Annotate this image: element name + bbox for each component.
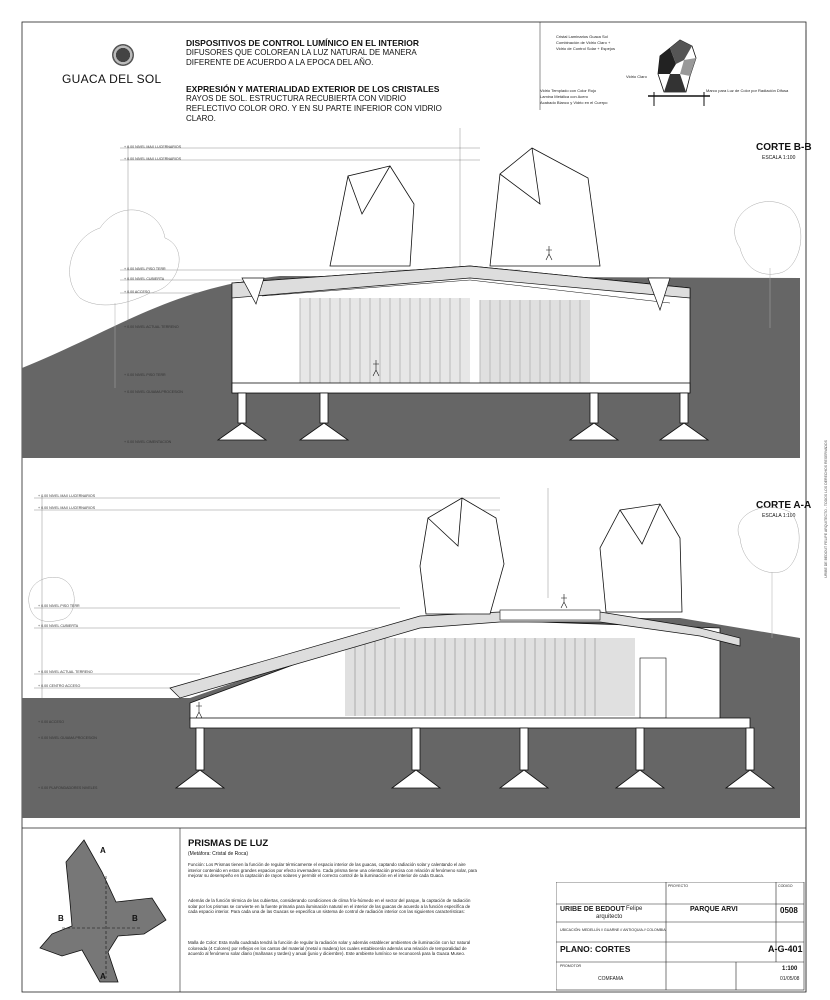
section-bb-drawing [22, 128, 802, 458]
prismas-title: PRISMAS DE LUZ [188, 838, 269, 849]
level-label: + 0.00 ACCESO [124, 290, 151, 294]
level-label: + 0.00 NIVEL MAX LUCERNARIOS [38, 506, 96, 510]
office-sub: arquitecto [596, 914, 623, 920]
legend-item: Lamina Metálica con Acero [540, 94, 589, 99]
legend-item: Combinación de Vidrio Claro + [556, 40, 611, 45]
prismas-paragraph: Malla de Color: Esta malla cuadrada tend… [188, 940, 471, 957]
prism-legend-diagram [648, 39, 710, 106]
level-label: + 0.00 NIVEL ACTUAL TERRENO [38, 670, 93, 674]
project-logo-text: GUACA DEL SOL [62, 72, 162, 86]
scale-value: 1:100 [782, 966, 798, 972]
title-block-frame [556, 882, 805, 991]
level-label: + 0.00 NIVEL MAX LUCERNARIOS [38, 494, 96, 498]
plan-title: PLANO: CORTES [560, 944, 631, 954]
project-code: 0508 [780, 906, 798, 915]
level-label: + 0.00 NIVEL GUIAMA PROCESION [124, 390, 183, 394]
promotor-name: COMFAMA [598, 976, 624, 982]
promotor-label: PROMOTOR [560, 964, 582, 968]
section-bb-title: CORTE B-B [756, 142, 812, 153]
legend-item: Vidrio de Control Solar + Espejos [556, 46, 615, 51]
level-label: + 0.00 NIVEL ACTUAL TERRENO [124, 325, 179, 329]
legend-right-note: Marco para Luz de Color por Radiación Di… [706, 88, 789, 93]
level-label: + 0.00 NIVEL PISO TERR [124, 267, 166, 271]
level-label: + 0.00 NIVEL CUBIERTA [38, 624, 79, 628]
section-aa-scale: ESCALA 1:100 [762, 513, 796, 519]
plan-mark: A [100, 972, 106, 981]
header-sub-2: RAYOS DE SOL. ESTRUCTURA RECUBIERTA CON … [186, 94, 442, 123]
vertical-note: URIBE DE BEDOUT FELIPE ARQUITECTO - TODO… [824, 440, 828, 578]
level-label: + 0.00 NIVEL PISO TERR [124, 373, 166, 377]
level-label: + 0.00 NIVEL MAX LUCERNARIOS [124, 157, 182, 161]
level-label: + 0.00 CENTRO ACCESO [38, 684, 81, 688]
level-label: + 0.00 NIVEL PISO TERR [38, 604, 80, 608]
plan-mark: A [100, 846, 106, 855]
office-name: URIBE DE BEDOUT [560, 906, 625, 913]
office-person: Felipe [626, 906, 643, 912]
section-aa-drawing [22, 488, 800, 818]
level-label: + 0.00 NIVEL MAX LUCERNARIOS [124, 145, 182, 149]
legend-item: Vidrio Claro [626, 74, 647, 79]
prism-plan-diagram [39, 839, 167, 983]
proyecto-label: PROYECTO [668, 884, 689, 888]
level-label: + 0.00 PLAFONDADORES NIVELES [38, 786, 98, 790]
location: UBICACIÓN: MEDELLÍN // GUARNE // ANTIOQU… [560, 928, 666, 932]
plan-mark: B [132, 914, 138, 923]
level-label: + 0.00 NIVEL CUBIERTA [124, 277, 165, 281]
header-sub-1: DIFUSORES QUE COLOREAN LA LUZ NATURAL DE… [186, 48, 417, 67]
date-value: 01/05/08 [780, 976, 800, 982]
codigo-label: CODIGO [778, 884, 793, 888]
prismas-paragraph: Función: Los Prismas tienen la función d… [188, 862, 477, 879]
project-name: PARQUE ARVI [690, 906, 738, 913]
header-title-2: EXPRESIÓN Y MATERIALIDAD EXTERIOR DE LOS… [186, 84, 440, 94]
sun-logo-icon [112, 44, 134, 66]
level-label: + 0.00 NIVEL CIMENTACION [124, 440, 172, 444]
plan-code: A-G-401 [768, 944, 803, 954]
section-bb-scale: ESCALA 1:100 [762, 155, 796, 161]
prismas-paragraph: Además de la función térmica de las cubi… [188, 898, 471, 915]
level-label: + 0.00 NIVEL GUIAMA PROCESION [38, 736, 97, 740]
legend-item: Acabado Blanco y Vidrio en el Cuerpo [540, 100, 608, 105]
header-title-1: DISPOSITIVOS DE CONTROL LUMÍNICO EN EL I… [186, 38, 419, 48]
legend-item: Cristal Laminarios Guaca Sol [556, 34, 608, 39]
plan-mark: B [58, 914, 64, 923]
level-label: + 0.00 ACCESO [38, 720, 65, 724]
section-aa-title: CORTE A-A [756, 500, 812, 511]
legend-item: Vidrio Templado con Color Rojo [540, 88, 597, 93]
prismas-subtitle: (Metáfora: Cristal de Roca) [188, 851, 249, 857]
